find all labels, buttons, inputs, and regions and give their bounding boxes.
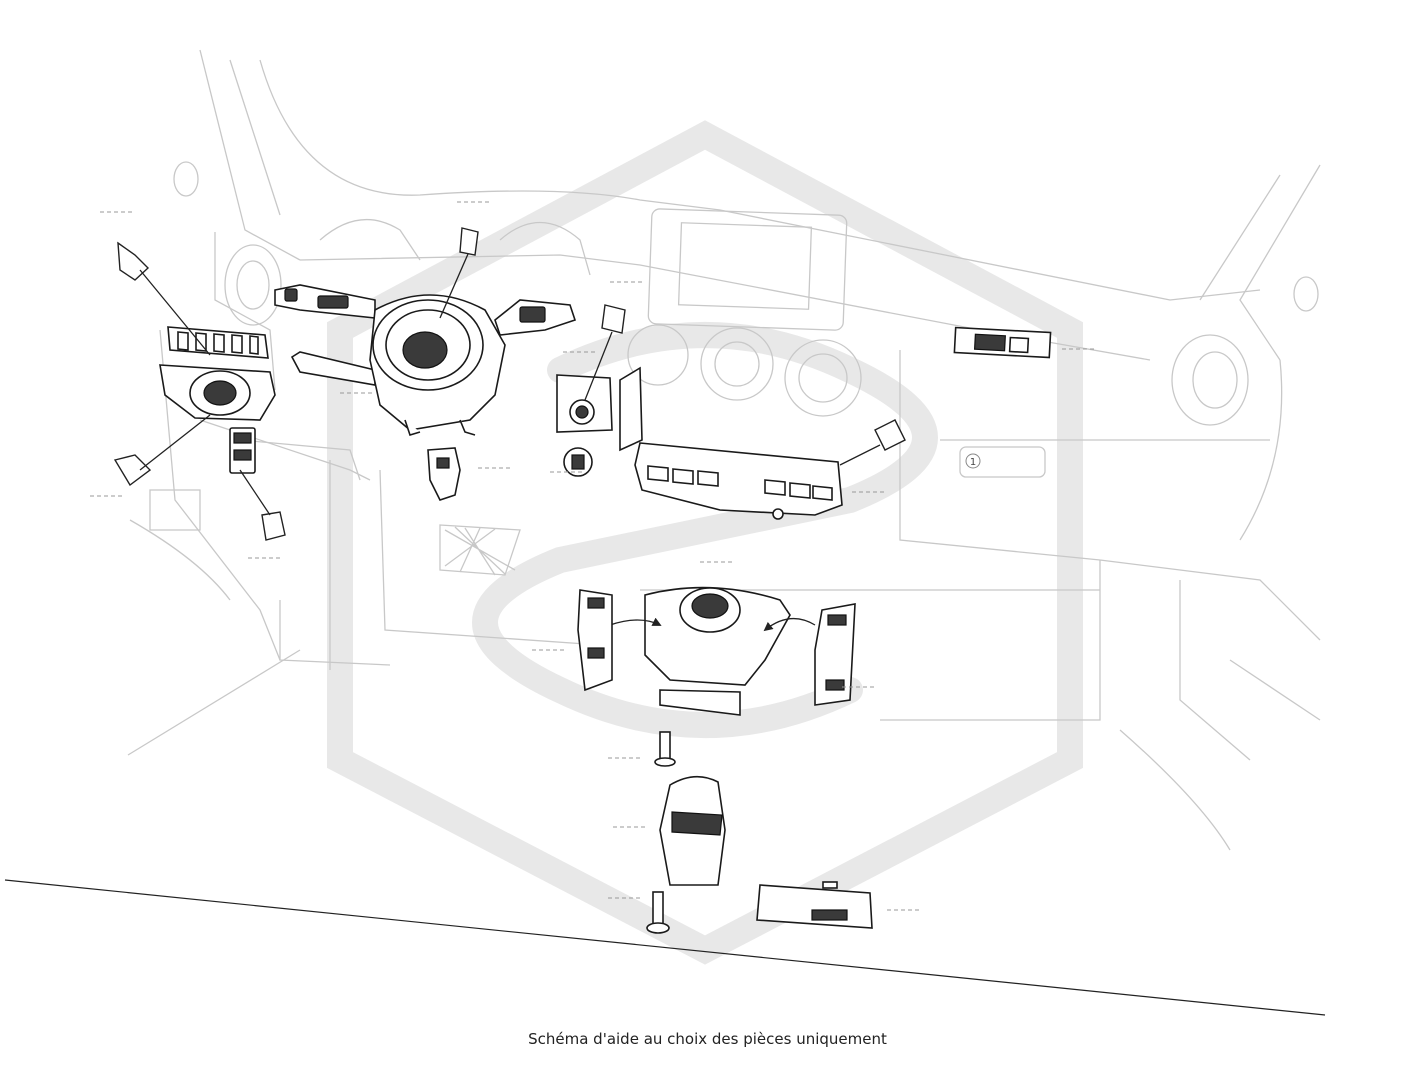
- gear-selector[interactable]: [659, 775, 726, 886]
- center-console[interactable]: [609, 586, 816, 716]
- watermark-logo: [327, 120, 1083, 965]
- hotspot-label: 1: [970, 457, 976, 468]
- left-stalk-upper[interactable]: [274, 284, 376, 319]
- right-stalk[interactable]: [494, 299, 577, 336]
- light-switch-module[interactable]: [159, 364, 276, 421]
- control-unit[interactable]: [756, 881, 873, 929]
- small-switch-module[interactable]: [229, 427, 256, 474]
- selector-bolt-bottom[interactable]: [646, 891, 670, 934]
- selector-bolt-top[interactable]: [654, 731, 676, 767]
- callout-tags: [113, 227, 906, 541]
- column-bracket[interactable]: [427, 447, 461, 501]
- start-button[interactable]: [563, 447, 593, 477]
- diagram-caption: Schéma d'aide au choix des pièces unique…: [528, 1030, 887, 1048]
- hotspot-marker[interactable]: 1: [965, 453, 981, 469]
- left-switch-panel[interactable]: [167, 326, 269, 359]
- climate-control-panel[interactable]: [634, 442, 843, 520]
- console-side-panel-left[interactable]: [577, 589, 613, 692]
- ignition-switch[interactable]: [556, 366, 643, 452]
- dashed-callouts: [90, 201, 1097, 911]
- right-switch-panel[interactable]: [953, 326, 1052, 359]
- clock-spring-module[interactable]: [369, 294, 506, 436]
- floor-line: [4, 879, 1326, 1016]
- console-side-panel-right[interactable]: [814, 603, 856, 706]
